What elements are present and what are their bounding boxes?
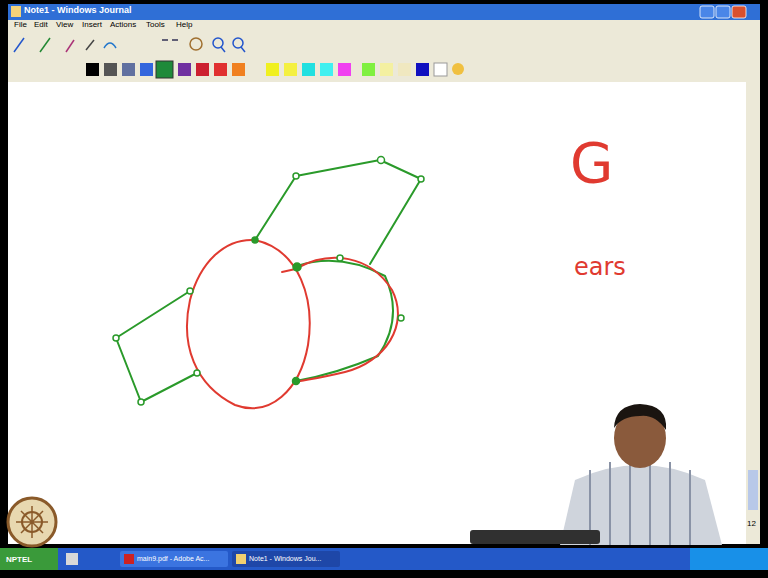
window-title: Note1 - Windows Journal — [24, 6, 131, 16]
taskbar — [0, 548, 768, 570]
menu-item: File — [14, 21, 27, 30]
title-bar — [8, 4, 760, 20]
handwritten-letter: G — [570, 132, 613, 194]
red-cycle — [187, 240, 398, 408]
toolbar-icons — [14, 38, 245, 52]
task-button — [232, 551, 340, 567]
scrollbar — [746, 82, 760, 544]
maximize-button — [716, 6, 730, 18]
menu-item: Insert — [82, 21, 102, 30]
start-button — [0, 548, 58, 570]
green-ears — [116, 160, 421, 402]
menu-item: Actions — [110, 21, 136, 30]
menu-item: Edit — [34, 21, 48, 30]
nptel-logo — [8, 498, 56, 546]
close-button — [732, 6, 746, 18]
menu-item: View — [56, 21, 73, 30]
handwritten-word: ears — [574, 254, 626, 280]
start-label: NPTEL — [6, 556, 32, 565]
pdf-icon — [124, 554, 134, 564]
scroll-thumb — [748, 470, 758, 510]
tray — [690, 548, 768, 570]
minimize-button — [700, 6, 714, 18]
graph-vertices — [113, 157, 424, 406]
task-label: main9.pdf - Adobe Ac... — [137, 555, 209, 563]
task-button — [120, 551, 228, 567]
page-number: 12 — [747, 520, 756, 529]
task-label: Note1 - Windows Jou... — [249, 555, 321, 563]
color-palette — [86, 61, 464, 78]
menu-bar — [8, 20, 760, 32]
presenter-video — [470, 404, 722, 545]
format-toolbar — [8, 58, 760, 82]
menu-item: Tools — [146, 21, 165, 30]
pen-toolbar — [8, 32, 760, 58]
quicklaunch-icon — [66, 553, 78, 565]
menu-item: Help — [176, 21, 192, 30]
journal-icon — [236, 554, 246, 564]
app-icon — [11, 6, 21, 17]
note-page — [8, 82, 746, 544]
